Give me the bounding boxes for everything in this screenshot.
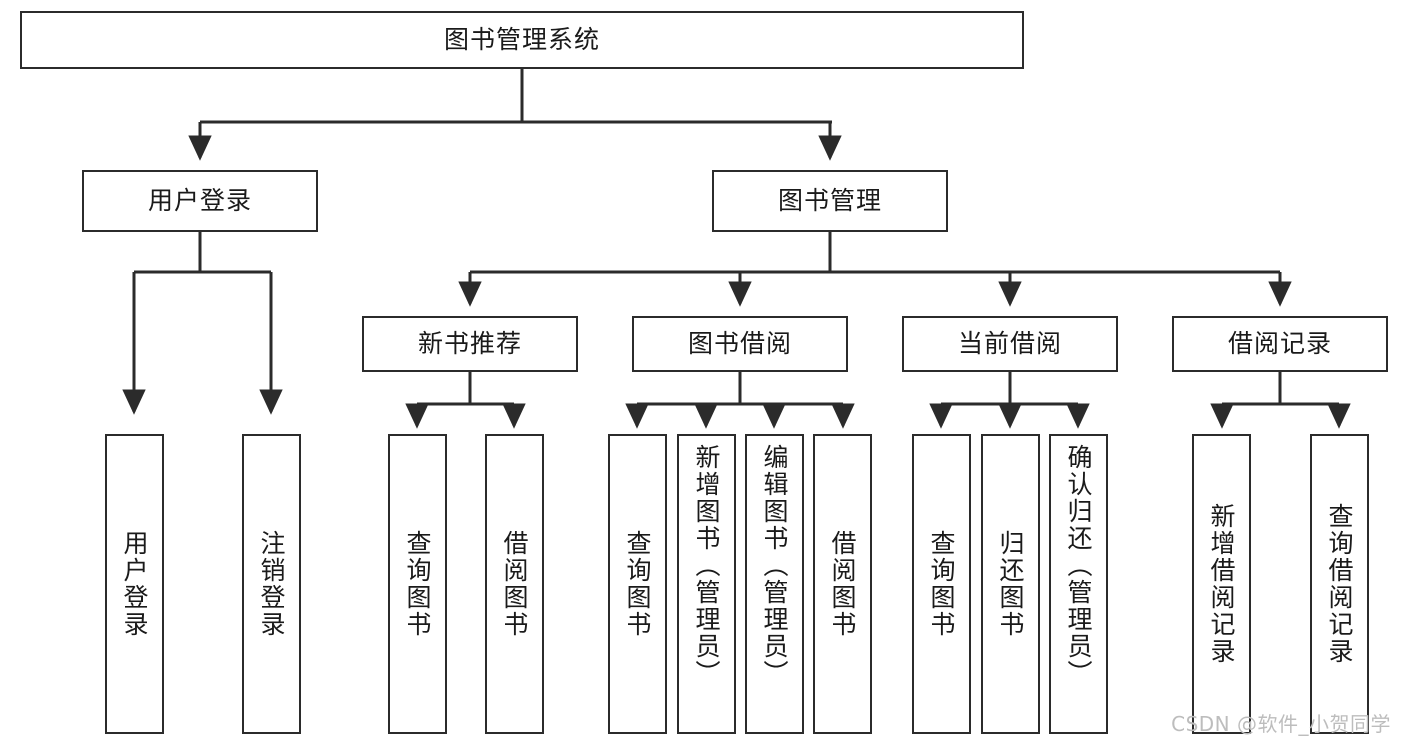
leaf-new-book-query[interactable]: 查询图书: [388, 434, 447, 734]
node-label: 新增借阅记录: [1207, 503, 1236, 665]
node-label: 借阅记录: [1227, 329, 1332, 359]
leaf-current-borrow-confirm-return[interactable]: 确认归还（管理员）: [1049, 434, 1108, 734]
node-current-borrow[interactable]: 当前借阅: [902, 316, 1118, 372]
node-label: 查询借阅记录: [1325, 503, 1354, 665]
node-root-book-management-system[interactable]: 图书管理系统: [20, 11, 1024, 69]
leaf-borrow-record-add[interactable]: 新增借阅记录: [1192, 434, 1251, 734]
node-label: 图书管理系统: [443, 25, 600, 55]
leaf-current-borrow-return[interactable]: 归还图书: [981, 434, 1040, 734]
node-label: 借阅图书: [828, 530, 857, 638]
leaf-user-login-login[interactable]: 用户登录: [105, 434, 164, 734]
leaf-book-borrow-edit[interactable]: 编辑图书（管理员）: [745, 434, 804, 734]
leaf-current-borrow-query[interactable]: 查询图书: [912, 434, 971, 734]
node-label: 查询图书: [403, 530, 432, 638]
node-label: 图书管理: [777, 186, 882, 216]
watermark: CSDN @软件_小贺同学: [1171, 712, 1391, 736]
leaf-book-borrow-query[interactable]: 查询图书: [608, 434, 667, 734]
node-book-management[interactable]: 图书管理: [712, 170, 948, 232]
leaf-book-borrow-add[interactable]: 新增图书（管理员）: [677, 434, 736, 734]
leaf-new-book-borrow[interactable]: 借阅图书: [485, 434, 544, 734]
node-book-borrow[interactable]: 图书借阅: [632, 316, 848, 372]
node-label: 借阅图书: [500, 530, 529, 638]
node-label: 新增图书（管理员）: [692, 444, 721, 687]
node-label: 用户登录: [120, 530, 149, 638]
node-label: 确认归还（管理员）: [1064, 444, 1093, 687]
node-label: 用户登录: [147, 186, 252, 216]
node-label: 查询图书: [623, 530, 652, 638]
node-new-book-recommend[interactable]: 新书推荐: [362, 316, 578, 372]
node-label: 归还图书: [996, 530, 1025, 638]
node-label: 当前借阅: [957, 329, 1062, 359]
leaf-user-login-logout[interactable]: 注销登录: [242, 434, 301, 734]
node-user-login[interactable]: 用户登录: [82, 170, 318, 232]
node-label: 查询图书: [927, 530, 956, 638]
node-label: 编辑图书（管理员）: [760, 444, 789, 687]
node-borrow-record[interactable]: 借阅记录: [1172, 316, 1388, 372]
node-label: 图书借阅: [687, 329, 792, 359]
leaf-borrow-record-query[interactable]: 查询借阅记录: [1310, 434, 1369, 734]
node-label: 新书推荐: [417, 329, 522, 359]
node-label: 注销登录: [257, 530, 286, 638]
leaf-book-borrow-borrow[interactable]: 借阅图书: [813, 434, 872, 734]
